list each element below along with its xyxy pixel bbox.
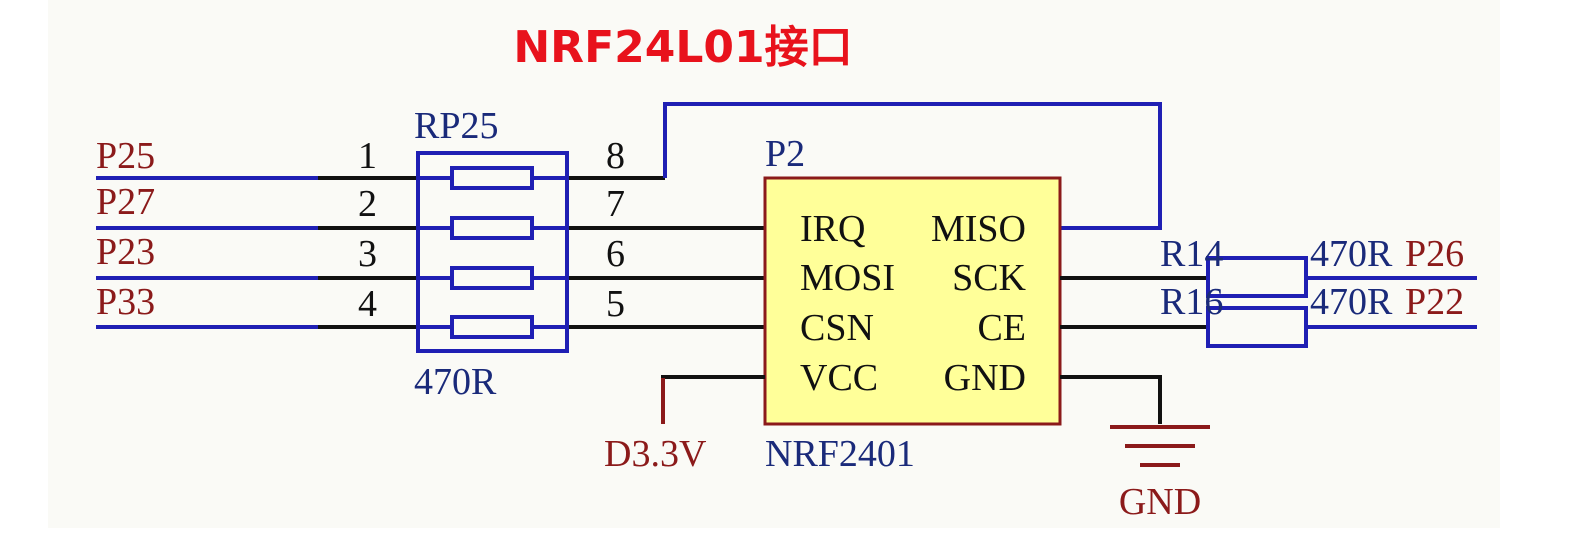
rp-element-4 bbox=[450, 315, 534, 339]
right-net-wires bbox=[1306, 276, 1477, 329]
page-title: NRF24L01接口 bbox=[513, 22, 852, 73]
r16-value: 470R bbox=[1310, 281, 1393, 323]
resistor-r16 bbox=[1206, 306, 1308, 348]
net-label-p25: P25 bbox=[96, 135, 155, 177]
resistor-pack-value: 470R bbox=[414, 361, 497, 403]
chip-pin-irq: IRQ bbox=[800, 208, 865, 250]
miso-loop-wire bbox=[663, 102, 1162, 230]
chip-right-pin-labels: MISO SCK CE GND bbox=[931, 208, 1027, 399]
chip-body bbox=[763, 176, 1062, 426]
rp-element-2 bbox=[450, 216, 534, 240]
rp-pin-6: 6 bbox=[606, 233, 625, 275]
rp-element-3 bbox=[450, 266, 534, 290]
chip-pin-ce: CE bbox=[977, 307, 1026, 349]
rp-pin-7: 7 bbox=[606, 183, 625, 225]
rp-element-1 bbox=[450, 166, 534, 190]
r14-value: 470R bbox=[1310, 233, 1393, 275]
resistor-pack-designator: RP25 bbox=[414, 105, 498, 147]
rp-pin-8: 8 bbox=[606, 135, 625, 177]
chip-pin-mosi: MOSI bbox=[800, 257, 895, 299]
chip-pin-sck: SCK bbox=[952, 257, 1026, 299]
chip-part-name: NRF2401 bbox=[765, 433, 915, 475]
resistor-pack-pin-numbers: 1 2 3 4 8 7 6 5 bbox=[358, 135, 625, 325]
net-label-p26: P26 bbox=[1405, 233, 1464, 275]
ground-label: GND bbox=[1119, 481, 1201, 523]
resistor-pack-outline bbox=[416, 151, 569, 353]
chip-left-pin-labels: IRQ MOSI CSN VCC bbox=[800, 208, 895, 399]
chip-pin-vcc: VCC bbox=[800, 357, 878, 399]
net-label-p27: P27 bbox=[96, 181, 155, 223]
resistor-pack-body bbox=[416, 151, 569, 353]
right-resistor-wires bbox=[1060, 276, 1208, 329]
chip-pin-miso: MISO bbox=[931, 208, 1026, 250]
net-label-p33: P33 bbox=[96, 281, 155, 323]
left-net-labels: P25 P27 P23 P33 bbox=[96, 135, 155, 323]
rp-pin-4: 4 bbox=[358, 283, 377, 325]
rp-pin-3: 3 bbox=[358, 233, 377, 275]
supply-label: D3.3V bbox=[604, 433, 707, 475]
net-label-p23: P23 bbox=[96, 231, 155, 273]
chip-designator: P2 bbox=[765, 133, 805, 175]
left-net-wires bbox=[96, 176, 318, 329]
gnd-wire bbox=[1060, 375, 1162, 424]
ground-symbol-icon bbox=[1110, 425, 1210, 467]
resistor-pack-wires bbox=[318, 176, 765, 329]
r16-designator: R16 bbox=[1160, 281, 1223, 323]
right-resistor-labels: R14 R16 470R 470R P26 P22 bbox=[1160, 233, 1464, 323]
net-label-p22: P22 bbox=[1405, 281, 1464, 323]
rp-pin-1: 1 bbox=[358, 135, 377, 177]
chip-pin-csn: CSN bbox=[800, 307, 874, 349]
resistor-r14 bbox=[1206, 256, 1308, 298]
chip-pin-gnd: GND bbox=[944, 357, 1026, 399]
r14-designator: R14 bbox=[1160, 233, 1223, 275]
rp-pin-2: 2 bbox=[358, 183, 377, 225]
rp-pin-5: 5 bbox=[606, 283, 625, 325]
right-resistor-bodies bbox=[1206, 256, 1308, 348]
